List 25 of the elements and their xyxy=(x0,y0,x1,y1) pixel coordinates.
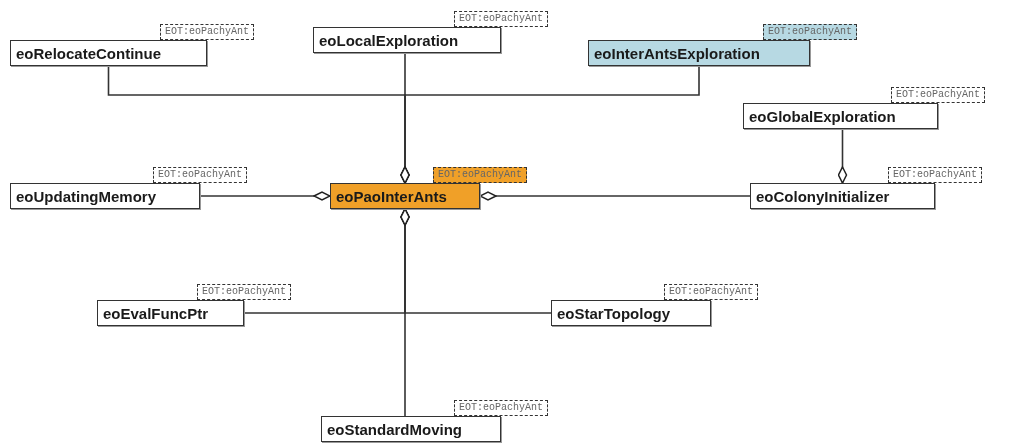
aggregation-line xyxy=(400,65,700,184)
class-name: eoStarTopology xyxy=(557,304,671,322)
aggregation-line xyxy=(199,191,331,201)
class-name: eoLocalExploration xyxy=(319,31,459,49)
class-name: eoStandardMoving xyxy=(327,420,462,438)
template-parameter-tag: EOT:eoPachyAnt xyxy=(888,167,982,183)
class-name: eoGlobalExploration xyxy=(749,107,896,125)
class-name: eoEvalFuncPtr xyxy=(103,304,209,322)
template-parameter-tag: EOT:eoPachyAnt xyxy=(891,87,985,103)
template-parameter-tag: EOT:eoPachyAnt xyxy=(153,167,247,183)
template-parameter-tag: EOT:eoPachyAnt xyxy=(763,24,857,40)
aggregation-line xyxy=(479,191,751,201)
class-name: eoInterAntsExploration xyxy=(594,44,760,62)
class-name: eoRelocateContinue xyxy=(16,44,162,62)
aggregation-line xyxy=(400,208,410,417)
template-parameter-tag: EOT:eoPachyAnt xyxy=(454,11,548,27)
aggregation-line xyxy=(837,128,848,184)
class-name: eoPaoInterAnts xyxy=(336,187,447,205)
class-name: eoColonyInitializer xyxy=(756,187,890,205)
template-parameter-tag: EOT:eoPachyAnt xyxy=(433,167,527,183)
template-parameter-tag: EOT:eoPachyAnt xyxy=(664,284,758,300)
template-parameter-tag: EOT:eoPachyAnt xyxy=(454,400,548,416)
template-parameter-tag: EOT:eoPachyAnt xyxy=(160,24,254,40)
class-name: eoUpdatingMemory xyxy=(16,187,156,205)
template-parameter-tag: EOT:eoPachyAnt xyxy=(197,284,291,300)
